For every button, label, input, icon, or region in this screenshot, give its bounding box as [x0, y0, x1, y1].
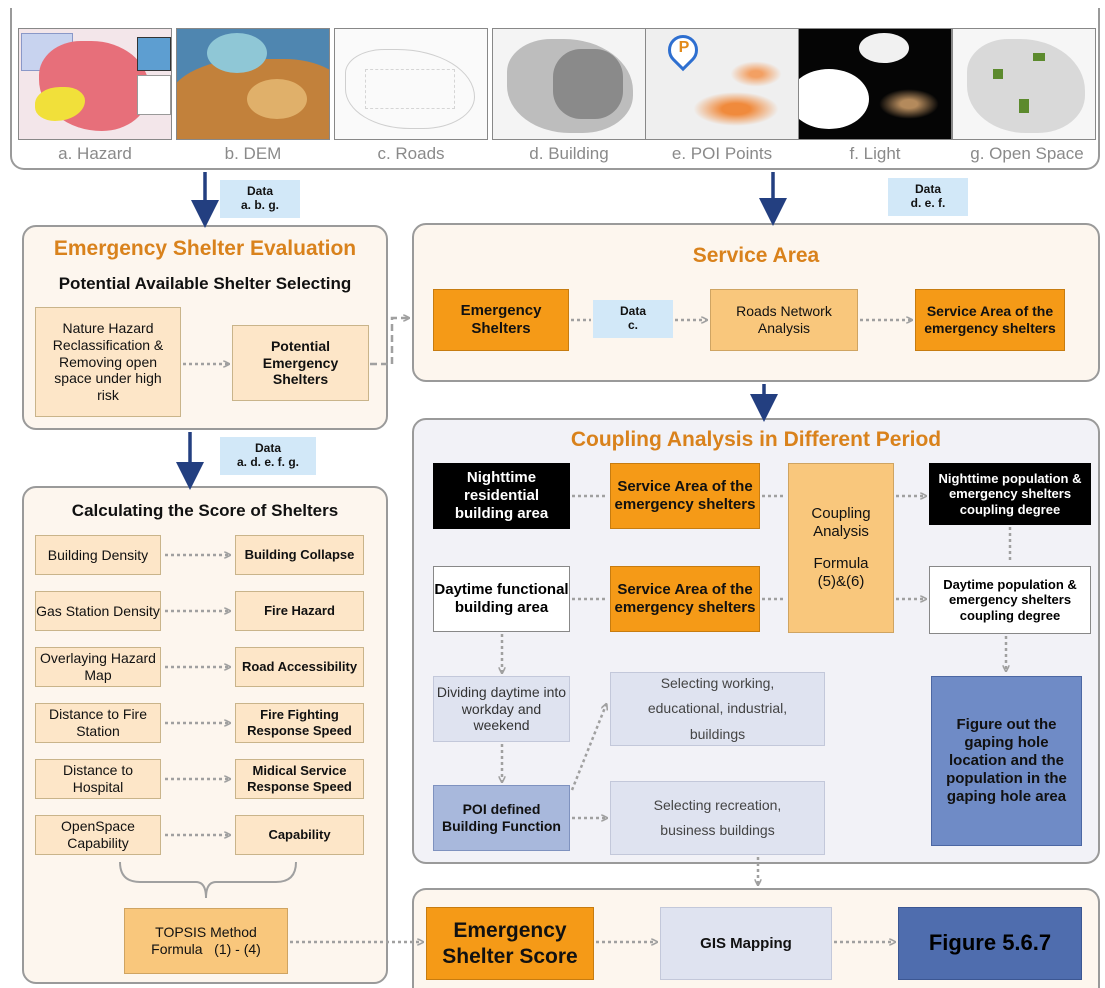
poi-map-label: e. POI Points — [671, 144, 773, 163]
arrow-poi-to-working — [570, 705, 606, 791]
data-tag-adefg-sub: a. d. e. f. g. — [236, 455, 299, 469]
gis-mapping-box: GIS Mapping — [660, 907, 832, 980]
poi-pin-letter: P — [678, 39, 690, 56]
score-input-2: Overlaying Hazard Map — [35, 647, 161, 687]
poi-building-function-box: POI defined Building Function — [433, 785, 570, 851]
data-tag-abg: Data a. b. g. — [220, 180, 300, 218]
nighttime-coupling-result-box: Nighttime population & emergency shelter… — [929, 463, 1091, 525]
open-space-map-thumbnail — [952, 28, 1096, 140]
score-rows-bracket — [119, 861, 297, 899]
shelter-score-box: Emergency Shelter Score — [426, 907, 594, 980]
coupling-analysis-line-4: (5)&(6) — [817, 573, 865, 590]
coupling-title: Coupling Analysis in Different Period — [570, 428, 942, 451]
score-input-4: Distance to Hospital — [35, 759, 161, 799]
topsis-box: TOPSIS Method Formula (1) - (4) — [124, 908, 288, 974]
poi-map-thumbnail: P — [645, 28, 799, 140]
score-input-0: Building Density — [35, 535, 161, 575]
dividing-daytime-box: Dividing daytime into workday and weeken… — [433, 676, 570, 742]
data-tag-c-title: Data — [619, 304, 646, 319]
service-area-night-box: Service Area of the emergency shelters — [610, 463, 760, 529]
figure-box: Figure 5.6.7 — [898, 907, 1082, 980]
hazard-map-thumbnail — [18, 28, 172, 140]
data-tag-def-title: Data — [914, 182, 941, 197]
data-tag-c: Data c. — [593, 300, 673, 338]
score-input-3: Distance to Fire Station — [35, 703, 161, 743]
data-tag-def: Data d. e. f. — [888, 178, 968, 216]
service-area-result-box: Service Area of the emergency shelters — [915, 289, 1065, 351]
building-map-thumbnail — [492, 28, 646, 140]
building-map-label: d. Building — [529, 144, 609, 163]
score-output-0: Building Collapse — [235, 535, 364, 575]
hazard-reclassification-box: Nature Hazard Reclassification & Removin… — [35, 307, 181, 417]
potential-shelters-box: Potential Emergency Shelters — [232, 325, 369, 401]
arrow-potential-to-service — [370, 318, 408, 366]
score-output-1: Fire Hazard — [235, 591, 364, 631]
daytime-area-box: Daytime functional building area — [433, 566, 570, 632]
score-output-3: Fire Fighting Response Speed — [235, 703, 364, 743]
dem-map-thumbnail — [176, 28, 330, 140]
selecting-working-box: Selecting working, educational, industri… — [610, 672, 825, 746]
score-output-2: Road Accessibility — [235, 647, 364, 687]
score-title: Calculating the Score of Shelters — [71, 501, 339, 520]
data-tag-def-sub: d. e. f. — [910, 196, 946, 210]
score-output-5: Capability — [235, 815, 364, 855]
data-tag-abg-sub: a. b. g. — [240, 198, 279, 212]
service-area-title: Service Area — [692, 244, 820, 267]
score-input-5: OpenSpace Capability — [35, 815, 161, 855]
daytime-coupling-result-box: Daytime population & emergency shelters … — [929, 566, 1091, 634]
data-source-strip — [10, 8, 1100, 170]
service-area-day-box: Service Area of the emergency shelters — [610, 566, 760, 632]
evaluation-title: Emergency Shelter Evaluation — [53, 237, 357, 260]
coupling-analysis-line-1: Coupling — [811, 505, 871, 522]
light-map-label: f. Light — [849, 144, 901, 163]
roads-map-label: c. Roads — [377, 144, 445, 163]
data-tag-c-sub: c. — [627, 318, 638, 332]
coupling-analysis-line-2: Analysis — [813, 523, 869, 540]
evaluation-subtitle: Potential Available Shelter Selecting — [58, 274, 352, 293]
open-space-map-label: g. Open Space — [970, 144, 1084, 163]
data-tag-abg-title: Data — [246, 184, 273, 199]
score-input-1: Gas Station Density — [35, 591, 161, 631]
selecting-recreation-box: Selecting recreation, business buildings — [610, 781, 825, 855]
light-map-thumbnail — [798, 28, 952, 140]
roads-network-analysis-box: Roads Network Analysis — [710, 289, 858, 351]
roads-map-thumbnail — [334, 28, 488, 140]
nighttime-area-box: Nighttime residential building area — [433, 463, 570, 529]
data-tag-adefg: Data a. d. e. f. g. — [220, 437, 316, 475]
topsis-line-2: Formula (1) - (4) — [151, 941, 261, 957]
topsis-line-1: TOPSIS Method — [155, 924, 257, 941]
gaping-hole-box: Figure out the gaping hole location and … — [931, 676, 1082, 846]
score-output-4: Midical Service Response Speed — [235, 759, 364, 799]
data-tag-adefg-title: Data — [254, 441, 281, 456]
hazard-map-label: a. Hazard — [58, 144, 132, 163]
coupling-analysis-box: Coupling Analysis Formula (5)&(6) — [788, 463, 894, 633]
coupling-analysis-line-3: Formula — [813, 555, 869, 572]
dem-map-label: b. DEM — [224, 144, 282, 163]
emergency-shelters-box: Emergency Shelters — [433, 289, 569, 351]
